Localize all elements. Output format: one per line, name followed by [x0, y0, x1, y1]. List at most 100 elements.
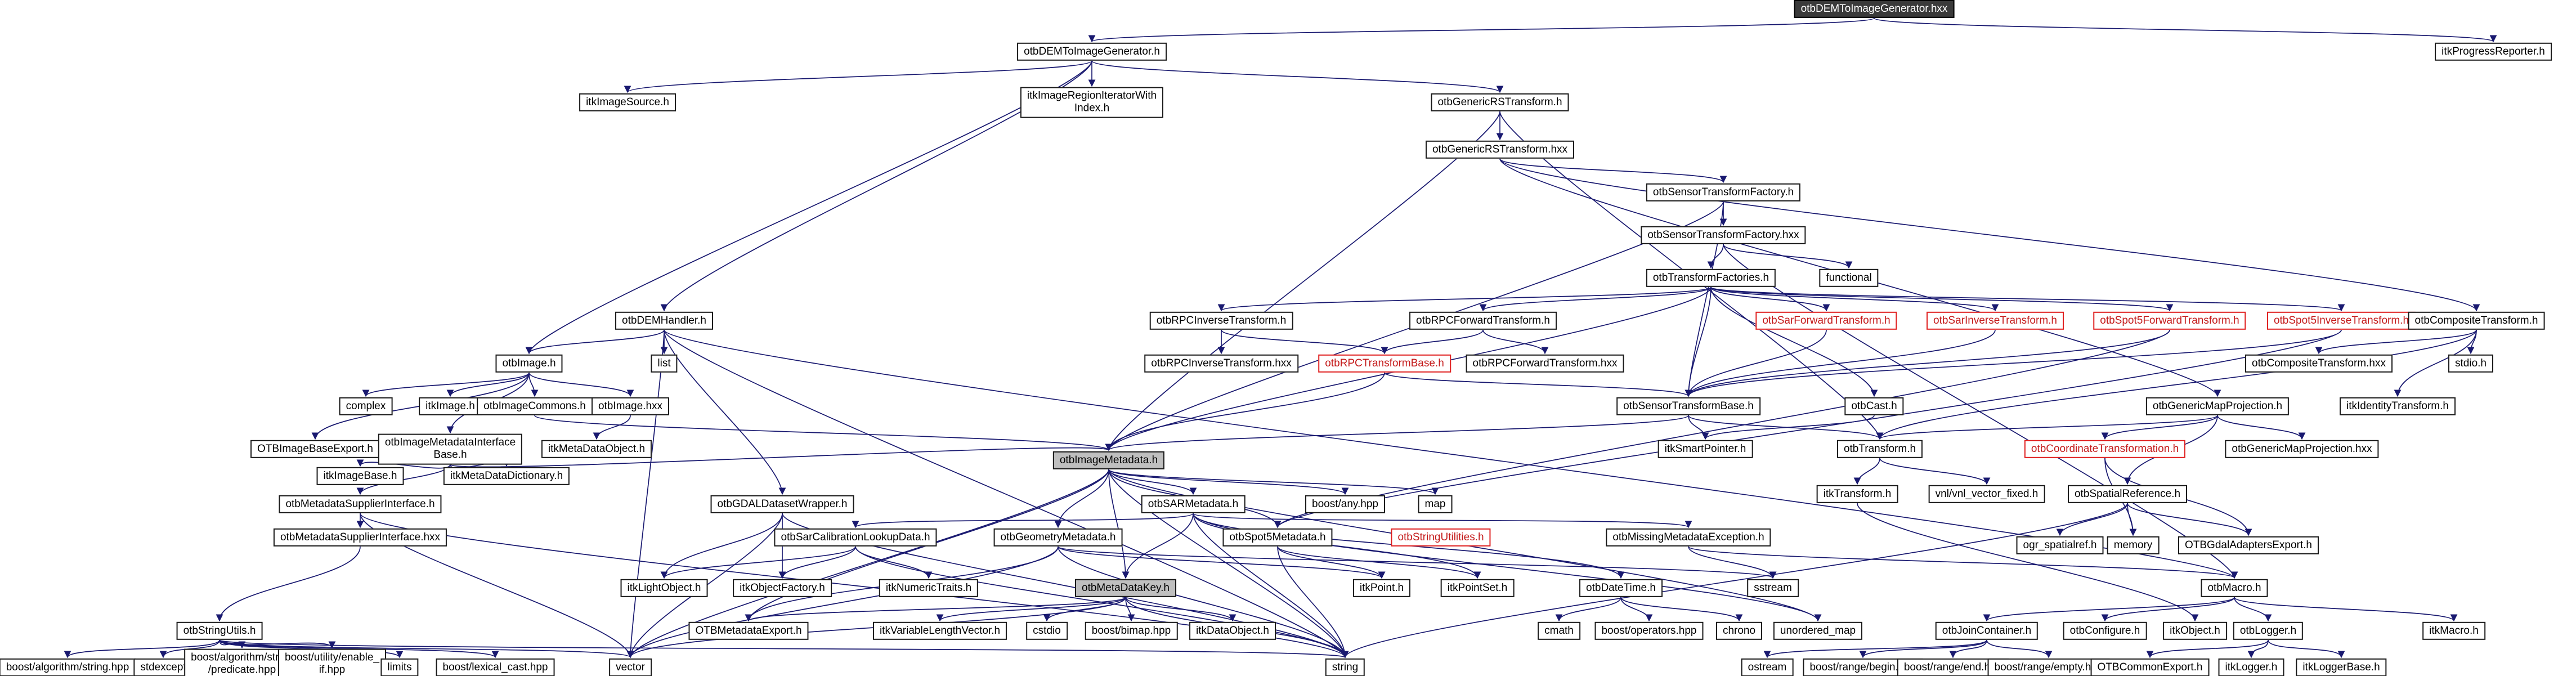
graph-node-generic-map-proj-hxx[interactable]: otbGenericMapProjection.hxx: [2225, 440, 2379, 459]
graph-node-spot5-inv[interactable]: otbSpot5InverseTransform.h: [2266, 311, 2416, 330]
graph-node-sensor-transform-base[interactable]: otbSensorTransformBase.h: [1616, 397, 1760, 416]
include-edge: [1277, 546, 1386, 579]
graph-node-itk-point[interactable]: itkPoint.h: [1352, 579, 1411, 598]
graph-node-cmath[interactable]: cmath: [1538, 621, 1580, 641]
graph-node-sstream[interactable]: sstream: [1747, 579, 1799, 598]
graph-node-image-source[interactable]: itkImageSource.h: [579, 93, 676, 112]
graph-node-object-factory[interactable]: itkObjectFactory.h: [733, 579, 832, 598]
graph-node-sar-metadata[interactable]: otbSARMetadata.h: [1141, 495, 1246, 514]
graph-node-meta-data-dictionary[interactable]: itkMetaDataDictionary.h: [443, 467, 570, 486]
graph-node-generic-map-proj-h[interactable]: otbGenericMapProjection.h: [2145, 397, 2290, 416]
graph-node-itk-image-base[interactable]: itkImageBase.h: [316, 467, 404, 486]
graph-node-spot5-fwd[interactable]: otbSpot5ForwardTransform.h: [2093, 311, 2246, 330]
graph-node-sensor-t-f-hxx[interactable]: otbSensorTransformFactory.hxx: [1641, 226, 1806, 245]
graph-node-gdal-dataset-wrapper[interactable]: otbGDALDatasetWrapper.h: [710, 495, 854, 514]
graph-node-image-meta-iface-base[interactable]: otbImageMetadataInterface Base.h: [378, 433, 523, 465]
graph-node-gdal-adapters-export[interactable]: OTBGdalAdaptersExport.h: [2178, 536, 2319, 555]
graph-node-string[interactable]: string: [1325, 658, 1365, 676]
graph-node-list[interactable]: list: [651, 354, 678, 373]
graph-node-limits[interactable]: limits: [380, 658, 419, 676]
graph-node-vector[interactable]: vector: [609, 658, 652, 676]
graph-node-otb-macro[interactable]: otbMacro.h: [2201, 579, 2268, 598]
graph-node-boost-enable-if[interactable]: boost/utility/enable_ if.hpp: [278, 648, 386, 676]
graph-node-otb-logger[interactable]: otbLogger.h: [2233, 621, 2304, 641]
graph-node-itk-point-set[interactable]: itkPointSet.h: [1440, 579, 1515, 598]
graph-node-var-length-vector[interactable]: itkVariableLengthVector.h: [872, 621, 1007, 641]
graph-node-boost-bimap[interactable]: boost/bimap.hpp: [1085, 621, 1178, 641]
graph-node-generic-r-s-h[interactable]: otbGenericRSTransform.h: [1431, 93, 1569, 112]
graph-node-identity-transform[interactable]: itkIdentityTransform.h: [2340, 397, 2456, 416]
graph-node--o-t-b-metadata-export[interactable]: OTBMetadataExport.h: [688, 621, 809, 641]
graph-node-functional[interactable]: functional: [1819, 268, 1879, 288]
graph-node-stdio[interactable]: stdio.h: [2448, 354, 2493, 373]
graph-node-itk-data-object[interactable]: itkDataObject.h: [1189, 621, 1276, 641]
graph-node-spatial-reference[interactable]: otbSpatialReference.h: [2067, 485, 2188, 504]
graph-node--o-t-b-common-export[interactable]: OTBCommonExport.h: [2090, 658, 2210, 676]
graph-node-itk-transform[interactable]: itkTransform.h: [1816, 485, 1898, 504]
graph-node-stdexcept[interactable]: stdexcept: [133, 658, 193, 676]
graph-node-sar-inv[interactable]: otbSarInverseTransform.h: [1927, 311, 2064, 330]
graph-node-boost-lexical[interactable]: boost/lexical_cast.hpp: [436, 658, 555, 676]
graph-node-composite-h[interactable]: otbCompositeTransform.h: [2408, 311, 2545, 330]
graph-node-image-metadata[interactable]: otbImageMetadata.h: [1052, 451, 1165, 470]
graph-node-memory[interactable]: memory: [2107, 536, 2160, 555]
graph-node-date-time[interactable]: otbDateTime.h: [1579, 579, 1663, 598]
graph-node-itk-macro[interactable]: itkMacro.h: [2422, 621, 2485, 641]
graph-node-image-region-iter[interactable]: itkImageRegionIteratorWith Index.h: [1020, 87, 1164, 118]
graph-node-otb-cast[interactable]: otbCast.h: [1844, 397, 1904, 416]
graph-node-complex[interactable]: complex: [339, 397, 393, 416]
graph-node-boost-any[interactable]: boost/any.hpp: [1305, 495, 1385, 514]
graph-node-root[interactable]: otbDEMToImageGenerator.hxx: [1794, 0, 1955, 19]
graph-node-sar-calib-lookup[interactable]: otbSarCalibrationLookupData.h: [774, 528, 937, 547]
graph-node-sar-fwd[interactable]: otbSarForwardTransform.h: [1755, 311, 1897, 330]
graph-node-unordered-map[interactable]: unordered_map: [1773, 621, 1863, 641]
graph-node-meta-data-object[interactable]: itkMetaDataObject.h: [541, 440, 652, 459]
graph-node-coord-transformation[interactable]: otbCoordinateTransformation.h: [2024, 440, 2186, 459]
graph-node-geometry-metadata[interactable]: otbGeometryMetadata.h: [993, 528, 1123, 547]
graph-node-spot5-metadata[interactable]: otbSpot5Metadata.h: [1222, 528, 1333, 547]
include-edge: [1620, 597, 1743, 622]
graph-node-itk-object[interactable]: itkObject.h: [2163, 621, 2227, 641]
graph-node-ostream[interactable]: ostream: [1741, 658, 1794, 676]
graph-node-light-object[interactable]: itkLightObject.h: [620, 579, 708, 598]
graph-node-rpc-inv-hxx[interactable]: otbRPCInverseTransform.hxx: [1144, 354, 1298, 373]
graph-node-rpc-inv-h[interactable]: otbRPCInverseTransform.h: [1149, 311, 1293, 330]
graph-node-chrono[interactable]: chrono: [1715, 621, 1763, 641]
graph-node-otb-image-hxx[interactable]: otbImage.hxx: [591, 397, 670, 416]
graph-node-map[interactable]: map: [1418, 495, 1453, 514]
graph-node-rpc-fwd-hxx[interactable]: otbRPCForwardTransform.hxx: [1466, 354, 1624, 373]
graph-node-otb-transform[interactable]: otbTransform.h: [1836, 440, 1923, 459]
graph-node-string-utilities[interactable]: otbStringUtilities.h: [1391, 528, 1491, 547]
graph-node-rpc-transform-base[interactable]: otbRPCTransformBase.h: [1318, 354, 1451, 373]
graph-node-join-container[interactable]: otbJoinContainer.h: [1935, 621, 2039, 641]
graph-node-otb-configure[interactable]: otbConfigure.h: [2063, 621, 2147, 641]
graph-node-smart-pointer[interactable]: itkSmartPointer.h: [1657, 440, 1753, 459]
graph-node-otb-string-utils[interactable]: otbStringUtils.h: [176, 621, 263, 641]
graph-node-boost-algo-string[interactable]: boost/algorithm/string.hpp: [0, 658, 136, 676]
graph-node-composite-hxx[interactable]: otbCompositeTransform.hxx: [2245, 354, 2393, 373]
graph-node-ogr-spatialref[interactable]: ogr_spatialref.h: [2016, 536, 2104, 555]
graph-node-image-base-export[interactable]: OTBImageBaseExport.h: [250, 440, 380, 459]
graph-node-sensor-t-f-h[interactable]: otbSensorTransformFactory.h: [1646, 183, 1801, 202]
graph-node-vnl-vector[interactable]: vnl/vnl_vector_fixed.h: [1928, 485, 2045, 504]
graph-node-cstdio[interactable]: cstdio: [1026, 621, 1068, 641]
graph-node-transform-factories[interactable]: otbTransformFactories.h: [1646, 268, 1776, 288]
graph-node-image-commons[interactable]: otbImageCommons.h: [477, 397, 593, 416]
graph-node-itk-logger[interactable]: itkLogger.h: [2218, 658, 2284, 676]
graph-node-dem-handler[interactable]: otbDEMHandler.h: [615, 311, 713, 330]
graph-node-meta-data-key[interactable]: otbMetaDataKey.h: [1075, 579, 1176, 598]
graph-node-generic-r-s-hxx[interactable]: otbGenericRSTransform.hxx: [1425, 140, 1575, 159]
graph-node-itk-logger-base[interactable]: itkLoggerBase.h: [2296, 658, 2387, 676]
graph-node-itk-image[interactable]: itkImage.h: [419, 397, 482, 416]
graph-node-numeric-traits[interactable]: itkNumericTraits.h: [879, 579, 979, 598]
graph-node-boost-operators[interactable]: boost/operators.hpp: [1594, 621, 1704, 641]
graph-node-boost-range-empty[interactable]: boost/range/empty.hpp: [1987, 658, 2110, 676]
graph-node-meta-supplier-iface-hxx[interactable]: otbMetadataSupplierInterface.hxx: [273, 528, 447, 547]
graph-node-progress-reporter[interactable]: itkProgressReporter.h: [2435, 42, 2552, 61]
graph-node-otb-image-h[interactable]: otbImage.h: [495, 354, 563, 373]
graph-node-meta-supplier-iface-h[interactable]: otbMetadataSupplierInterface.h: [279, 495, 442, 514]
graph-node-missing-metadata-exc[interactable]: otbMissingMetadataException.h: [1606, 528, 1771, 547]
graph-node-rpc-fwd-h[interactable]: otbRPCForwardTransform.h: [1409, 311, 1557, 330]
graph-node-dem-to-image-gen-h[interactable]: otbDEMToImageGenerator.h: [1017, 42, 1167, 61]
